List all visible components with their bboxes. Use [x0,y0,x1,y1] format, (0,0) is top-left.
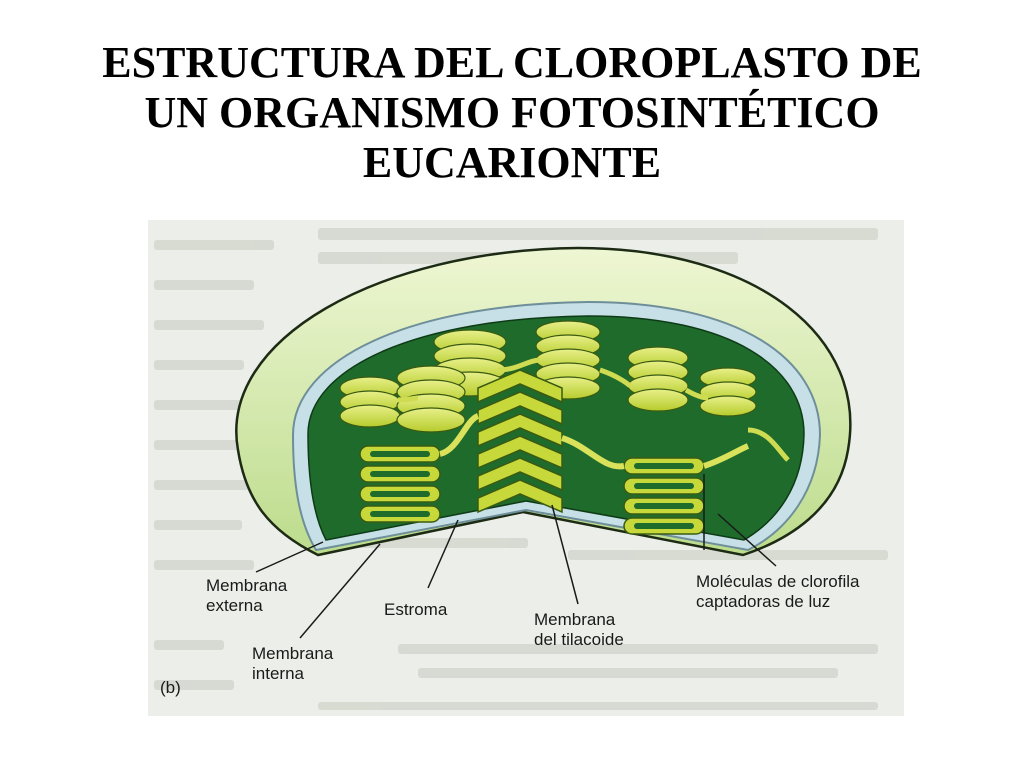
background-print [154,228,888,710]
label-estroma: Estroma [384,600,448,619]
label-moleculas-clorofila-line2: captadoras de luz [696,592,831,611]
granum-back-4 [699,367,757,417]
label-moleculas-clorofila: Moléculas de clorofila captadoras de luz [696,572,859,612]
label-membrana-externa-line2: externa [206,596,263,615]
granum-back-3 [627,346,689,412]
title-line-2: UN ORGANISMO FOTOSINTÉTICO [144,88,880,137]
label-membrana-interna-line1: Membrana [252,644,334,663]
label-membrana-tilacoide-line1: Membrana [534,610,616,629]
label-membrana-interna: Membrana interna [252,644,333,684]
front-lamellae [438,413,750,470]
title-line-3: EUCARIONTE [362,138,662,187]
chloroplast-figure: Membrana externa Estroma Membrana del ti… [148,220,904,716]
granum-front-center [477,369,563,514]
title-line-1: ESTRUCTURA DEL CLOROPLASTO DE [102,38,922,87]
chloroplast-illustration [154,228,888,710]
back-grana [339,320,790,462]
label-membrana-externa: Membrana externa [206,576,287,616]
panel-label: (b) [160,678,181,697]
label-membrana-tilacoide-line2: del tilacoide [534,630,624,649]
slide-title: ESTRUCTURA DEL CLOROPLASTO DE UN ORGANIS… [0,38,1024,188]
leader-lines [255,474,777,639]
label-membrana-externa-line1: Membrana [206,576,288,595]
stroma-lamellae [397,357,790,462]
label-moleculas-clorofila-line1: Moléculas de clorofila [696,572,860,591]
front-grana [359,369,750,535]
label-membrana-interna-line2: interna [252,664,304,683]
granum-left [339,376,401,428]
label-membrana-tilacoide: Membrana del tilacoide [534,610,624,650]
granum-front-left [359,445,441,523]
